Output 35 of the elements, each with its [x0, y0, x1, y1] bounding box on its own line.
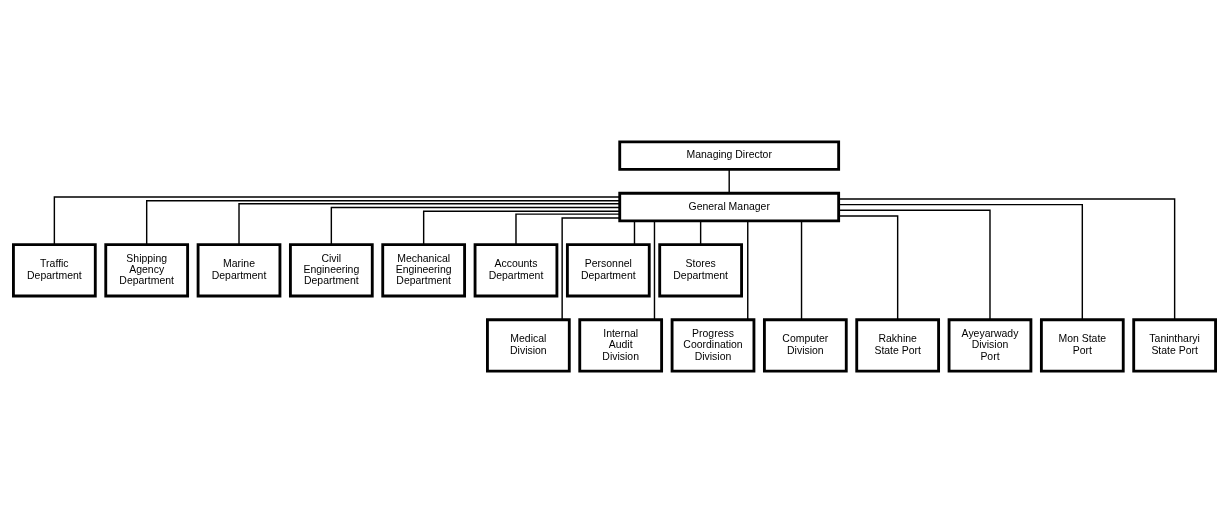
node-box: Ayeyarwady Division Port — [947, 318, 1033, 373]
connector — [728, 168, 730, 194]
connector — [653, 220, 656, 321]
connector — [838, 198, 1176, 321]
node-box: Progress Coordination Division — [670, 318, 756, 373]
connector — [53, 196, 621, 245]
node-box: Internal Audit Division — [578, 318, 664, 373]
connector — [145, 200, 621, 246]
node-box: Computer Division — [763, 318, 848, 373]
node-box: General Manager — [618, 191, 841, 223]
node-box: Marine Department — [196, 243, 282, 298]
connector — [838, 203, 1084, 321]
connector — [838, 215, 899, 321]
node-box: Mon State Port — [1039, 318, 1125, 373]
connector — [330, 206, 621, 246]
node-box: Rakhine State Port — [855, 318, 940, 373]
node-box: Stores Department — [658, 243, 743, 298]
node-box: Accounts Department — [473, 243, 559, 298]
node-box: Civil Engineering Department — [289, 243, 374, 298]
node-box: Tanintharyi State Port — [1132, 318, 1217, 373]
connector — [238, 202, 621, 246]
node-box: Personnel Department — [565, 243, 651, 298]
node-box: Mechanical Engineering Department — [381, 243, 466, 298]
connector — [747, 220, 749, 321]
node-box: Managing Director — [618, 140, 841, 171]
node-box: Traffic Department — [12, 243, 97, 298]
node-box: Medical Division — [486, 318, 571, 373]
node-box: Shipping Agency Department — [104, 243, 190, 298]
connector — [837, 209, 991, 321]
connector — [515, 213, 621, 246]
connector — [633, 220, 636, 246]
connector — [800, 220, 803, 321]
connector — [561, 217, 621, 321]
connector — [422, 210, 621, 246]
connector — [699, 220, 702, 246]
